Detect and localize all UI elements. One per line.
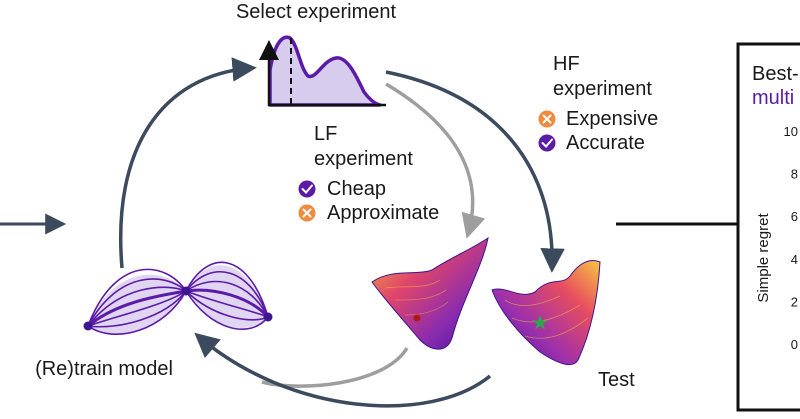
y-tick-label: 0 xyxy=(791,337,798,352)
model-node xyxy=(263,312,273,322)
results-panel: Best- multi Simple regret 10 8 6 4 2 0 xyxy=(736,42,800,412)
acquisition-plot xyxy=(259,35,386,107)
retrain-model-label: (Re)train model xyxy=(35,358,173,380)
hf-star-marker xyxy=(532,315,548,330)
acquisition-curve xyxy=(268,35,382,107)
check-icon xyxy=(538,134,556,152)
cross-icon xyxy=(538,110,556,128)
y-tick-label: 8 xyxy=(791,167,798,182)
lf-marker xyxy=(413,314,421,322)
panel-bracket xyxy=(736,42,800,412)
arrow-select-to-hf xyxy=(385,70,565,273)
test-label: Test xyxy=(598,369,635,391)
arrow-model-to-select xyxy=(119,57,257,269)
model-node xyxy=(83,321,93,331)
y-tick-label: 6 xyxy=(791,209,798,224)
model-ensemble xyxy=(83,261,273,335)
panel-title: Best- xyxy=(752,63,799,85)
check-icon xyxy=(298,180,316,198)
hf-title-line1: HF xyxy=(553,53,580,75)
hf-accurate-label: Accurate xyxy=(566,132,645,154)
select-experiment-title: Select experiment xyxy=(236,1,397,23)
lf-title-line2: experiment xyxy=(314,148,413,170)
y-tick-label: 4 xyxy=(791,252,798,267)
panel-subtitle: multi xyxy=(752,87,794,109)
hf-expensive-label: Expensive xyxy=(566,108,658,130)
y-axis-label: Simple regret xyxy=(755,213,772,303)
lf-cheap-label: Cheap xyxy=(327,178,386,200)
arrow-hf-to-model xyxy=(194,332,492,408)
hf-title-line2: experiment xyxy=(553,78,652,100)
y-tick-label: 2 xyxy=(791,294,798,309)
lf-title-line1: LF xyxy=(314,123,337,145)
y-tick-label: 10 xyxy=(784,124,798,139)
arrow-lf-to-model xyxy=(261,347,409,388)
cross-icon xyxy=(298,204,316,222)
lf-approximate-label: Approximate xyxy=(327,202,439,224)
model-node xyxy=(181,286,191,296)
y-ticks: 10 8 6 4 2 0 xyxy=(784,124,798,352)
arrow-select-to-lf xyxy=(385,82,486,239)
lf-surface xyxy=(371,236,489,350)
hf-surface xyxy=(491,260,601,365)
